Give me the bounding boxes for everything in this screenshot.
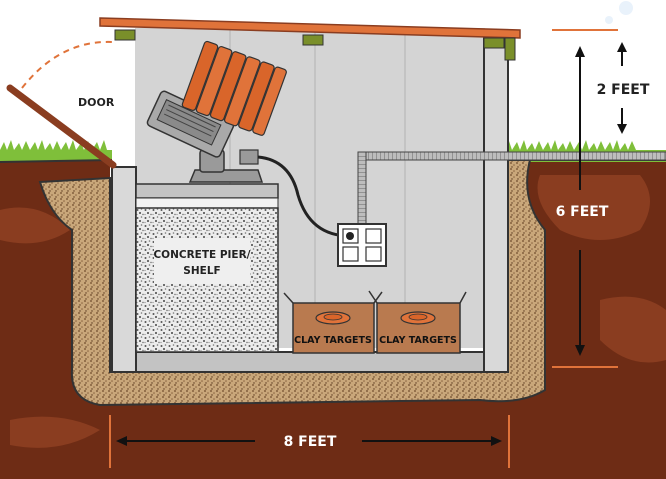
door	[6, 84, 117, 169]
clay-targets-label-2: CLAY TARGETS	[379, 335, 457, 346]
door-label: DOOR	[78, 96, 115, 109]
roof	[99, 17, 521, 39]
clay-targets-box-1	[283, 291, 383, 354]
electrical-outlet-icon	[337, 223, 387, 267]
pier-label-line2: SHELF	[183, 265, 220, 277]
depth-label: 6 FEET	[556, 204, 609, 220]
clay-targets-box-2	[368, 290, 467, 354]
pit-floor	[111, 351, 509, 373]
left-wall	[111, 166, 137, 373]
width-label: 8 FEET	[284, 434, 337, 450]
gravel-backfill	[38, 159, 546, 407]
door-swing-arc	[21, 40, 113, 89]
clay-targets-label-1: CLAY TARGETS	[294, 335, 372, 346]
width-dimension	[109, 415, 510, 468]
clay-target-thrower-icon	[146, 40, 287, 183]
right-wall	[483, 37, 509, 373]
concrete-pier	[135, 183, 279, 353]
power-cord	[257, 155, 351, 238]
clay-target-stack	[181, 40, 287, 136]
depth-dimension	[552, 29, 618, 368]
above-ground-label: 2 FEET	[597, 82, 650, 98]
above-ground-dimension	[617, 42, 627, 134]
pier-label-line1: CONCRETE PIER/	[153, 249, 250, 261]
